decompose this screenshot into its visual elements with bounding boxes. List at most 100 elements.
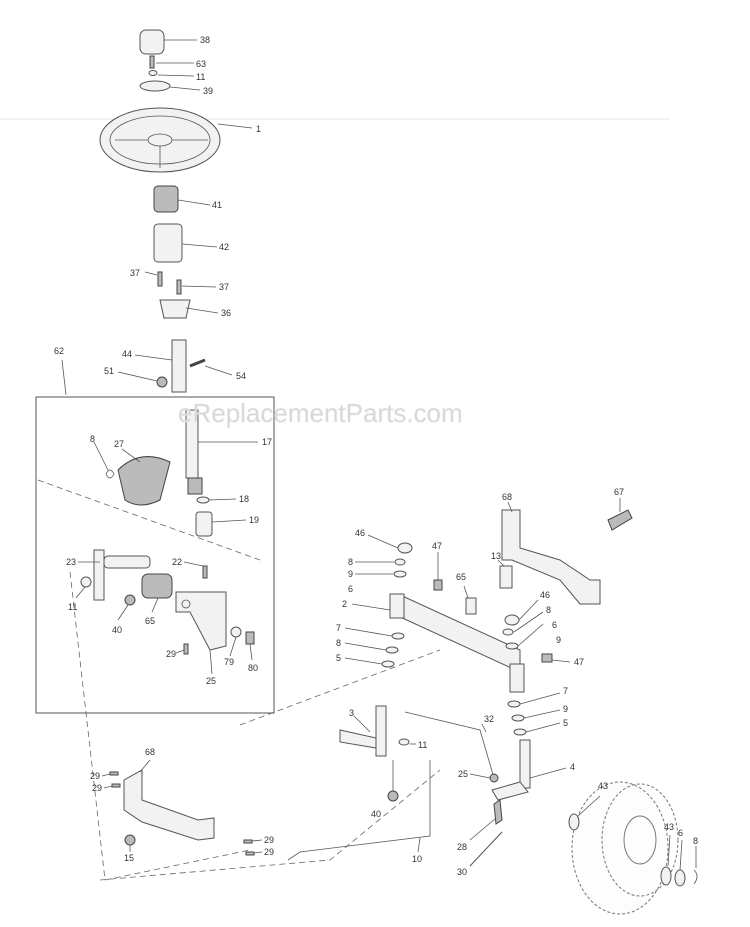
- label-51: 51: [104, 366, 114, 376]
- bolt-67: [607, 498, 633, 531]
- part-number-labels: 38 63 11 39 1 41 42 37 37 36 62 44 51 54…: [54, 35, 698, 877]
- label-6-right: 6: [552, 620, 557, 630]
- label-40-box: 40: [112, 625, 122, 635]
- pivot-bracket-23: [78, 549, 151, 601]
- label-25-tierod: 25: [458, 769, 468, 779]
- label-28: 28: [457, 842, 467, 852]
- label-29-lower-4: 29: [264, 847, 274, 857]
- steering-shaft-17: [185, 409, 258, 495]
- label-67: 67: [614, 487, 624, 497]
- nut-15: [124, 834, 136, 852]
- label-46-left: 46: [355, 528, 365, 538]
- label-44: 44: [122, 349, 132, 359]
- hub-hardware-right: [660, 834, 698, 887]
- label-29-lower-3: 29: [264, 835, 274, 845]
- nut-51: [117, 371, 168, 388]
- label-23: 23: [66, 557, 76, 567]
- label-3: 3: [349, 708, 354, 718]
- label-6-left: 6: [348, 584, 353, 594]
- washer-11-lower: [75, 576, 92, 599]
- bushing-13: [497, 559, 513, 589]
- bolt-37-right: [176, 279, 217, 295]
- label-8-box: 8: [90, 434, 95, 444]
- label-13: 13: [491, 551, 501, 561]
- pin-54: [189, 358, 233, 376]
- bracket-36: [159, 299, 219, 319]
- steering-cap-38: [139, 29, 197, 55]
- steering-wheel-1: [99, 107, 253, 173]
- spindle-4: [491, 739, 567, 801]
- bushing-65: [141, 573, 173, 613]
- label-8-hub: 8: [693, 836, 698, 846]
- label-8-right: 8: [546, 605, 551, 615]
- sleeve-42: [153, 223, 218, 263]
- label-22: 22: [172, 557, 182, 567]
- subassembly-62-box: [35, 396, 275, 714]
- frame-bracket-68-upper: [501, 501, 601, 605]
- tie-rod-32: [404, 711, 495, 779]
- label-11: 11: [196, 72, 205, 82]
- washer-18: [196, 496, 237, 504]
- label-80: 80: [248, 663, 258, 673]
- label-30: 30: [457, 867, 467, 877]
- label-11-spindle: 11: [418, 740, 427, 750]
- label-10: 10: [412, 854, 422, 864]
- label-42: 42: [219, 242, 229, 252]
- label-8-left: 8: [348, 557, 353, 567]
- label-38: 38: [200, 35, 210, 45]
- label-9-right-lower: 9: [563, 704, 568, 714]
- label-37-right: 37: [219, 282, 229, 292]
- label-68-upper: 68: [502, 492, 512, 502]
- label-36: 36: [221, 308, 231, 318]
- cap-46-left: [367, 534, 413, 554]
- label-41: 41: [212, 200, 222, 210]
- bushing-65-axle: [463, 585, 477, 615]
- axle-2: [351, 593, 525, 693]
- pin-28: [469, 799, 503, 841]
- washer-79: [229, 626, 242, 657]
- label-6-hub: 6: [678, 828, 683, 838]
- label-15: 15: [124, 853, 134, 863]
- screw-22: [183, 561, 208, 579]
- washer-11: [148, 70, 195, 77]
- label-17: 17: [262, 437, 272, 447]
- front-wheel: [571, 781, 679, 915]
- bolt-37-left: [144, 271, 163, 287]
- label-19: 19: [249, 515, 259, 525]
- bolt-63: [149, 55, 194, 69]
- label-18: 18: [239, 494, 249, 504]
- nut-47-right: [541, 653, 571, 663]
- nut-25-tierod: [469, 773, 499, 783]
- label-7-right: 7: [563, 686, 568, 696]
- label-25-box: 25: [206, 676, 216, 686]
- label-39: 39: [203, 86, 213, 96]
- collar-19: [195, 511, 247, 537]
- nut-40-spindle: [387, 760, 399, 802]
- label-43-right: 43: [664, 822, 674, 832]
- label-5-left: 5: [336, 653, 341, 663]
- watermark: eReplacementParts.com: [178, 398, 463, 428]
- bearing-43-hub: [568, 795, 601, 831]
- label-8-left-lower: 8: [336, 638, 341, 648]
- label-43-top: 43: [598, 781, 608, 791]
- label-54: 54: [236, 371, 246, 381]
- clip-8: [93, 441, 115, 479]
- nut-40: [117, 594, 136, 621]
- plate-39: [139, 80, 201, 92]
- assembly-outline-left: [69, 571, 251, 881]
- bushing-41: [153, 185, 211, 213]
- label-47-right: 47: [574, 657, 584, 667]
- washer-11-spindle: [398, 738, 416, 746]
- label-47-top: 47: [432, 541, 442, 551]
- label-5-right: 5: [563, 718, 568, 728]
- label-62: 62: [54, 346, 64, 356]
- drag-link-10: [287, 760, 431, 861]
- label-27: 27: [114, 439, 124, 449]
- sector-gear-27: [117, 448, 171, 506]
- label-65-box: 65: [145, 616, 155, 626]
- label-32: 32: [484, 714, 494, 724]
- label-37-left: 37: [130, 268, 140, 278]
- washer-stack-right: [502, 611, 561, 736]
- label-9-right: 9: [556, 635, 561, 645]
